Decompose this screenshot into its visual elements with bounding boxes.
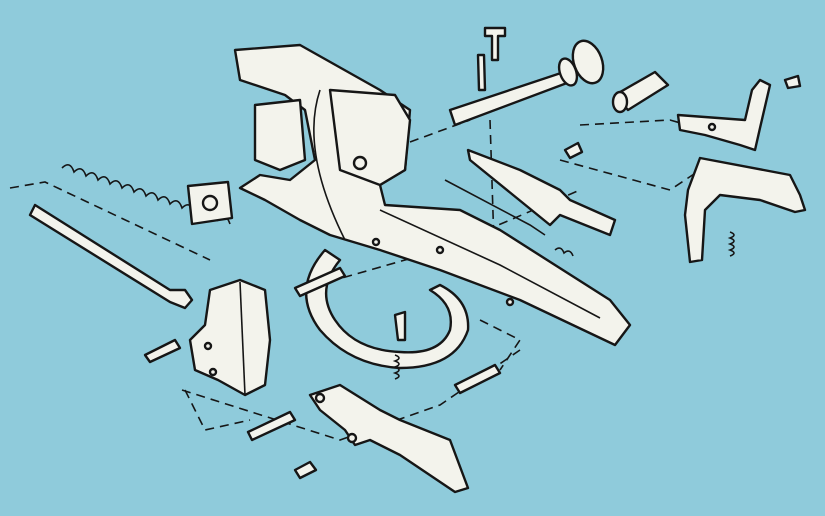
trigger	[683, 156, 807, 264]
hammer-pin-knurled	[448, 39, 605, 127]
coil-spring-lower	[392, 354, 400, 380]
screw-guard	[393, 310, 407, 342]
screws	[293, 26, 802, 480]
wire-spring	[444, 179, 546, 236]
trigger-housing	[233, 43, 632, 370]
coil-spring-trigger	[727, 231, 735, 257]
disconnector	[466, 148, 617, 237]
screw-top	[483, 26, 507, 62]
spring-guide-rod	[28, 203, 194, 310]
pin-1	[143, 338, 182, 364]
pin-3	[453, 363, 502, 395]
spring-washer	[186, 180, 234, 226]
trigger-latch	[676, 78, 772, 152]
screw-right	[783, 74, 802, 90]
screw-mid	[563, 141, 584, 160]
screw-bottom	[293, 460, 318, 480]
safety-cross-bolt	[611, 70, 670, 114]
pin-4	[293, 266, 347, 298]
sear	[308, 383, 470, 494]
hammer	[188, 278, 272, 397]
pins	[143, 53, 502, 442]
pin-2	[246, 410, 297, 442]
pin-5	[476, 53, 487, 92]
coil-spring-small	[554, 247, 574, 257]
